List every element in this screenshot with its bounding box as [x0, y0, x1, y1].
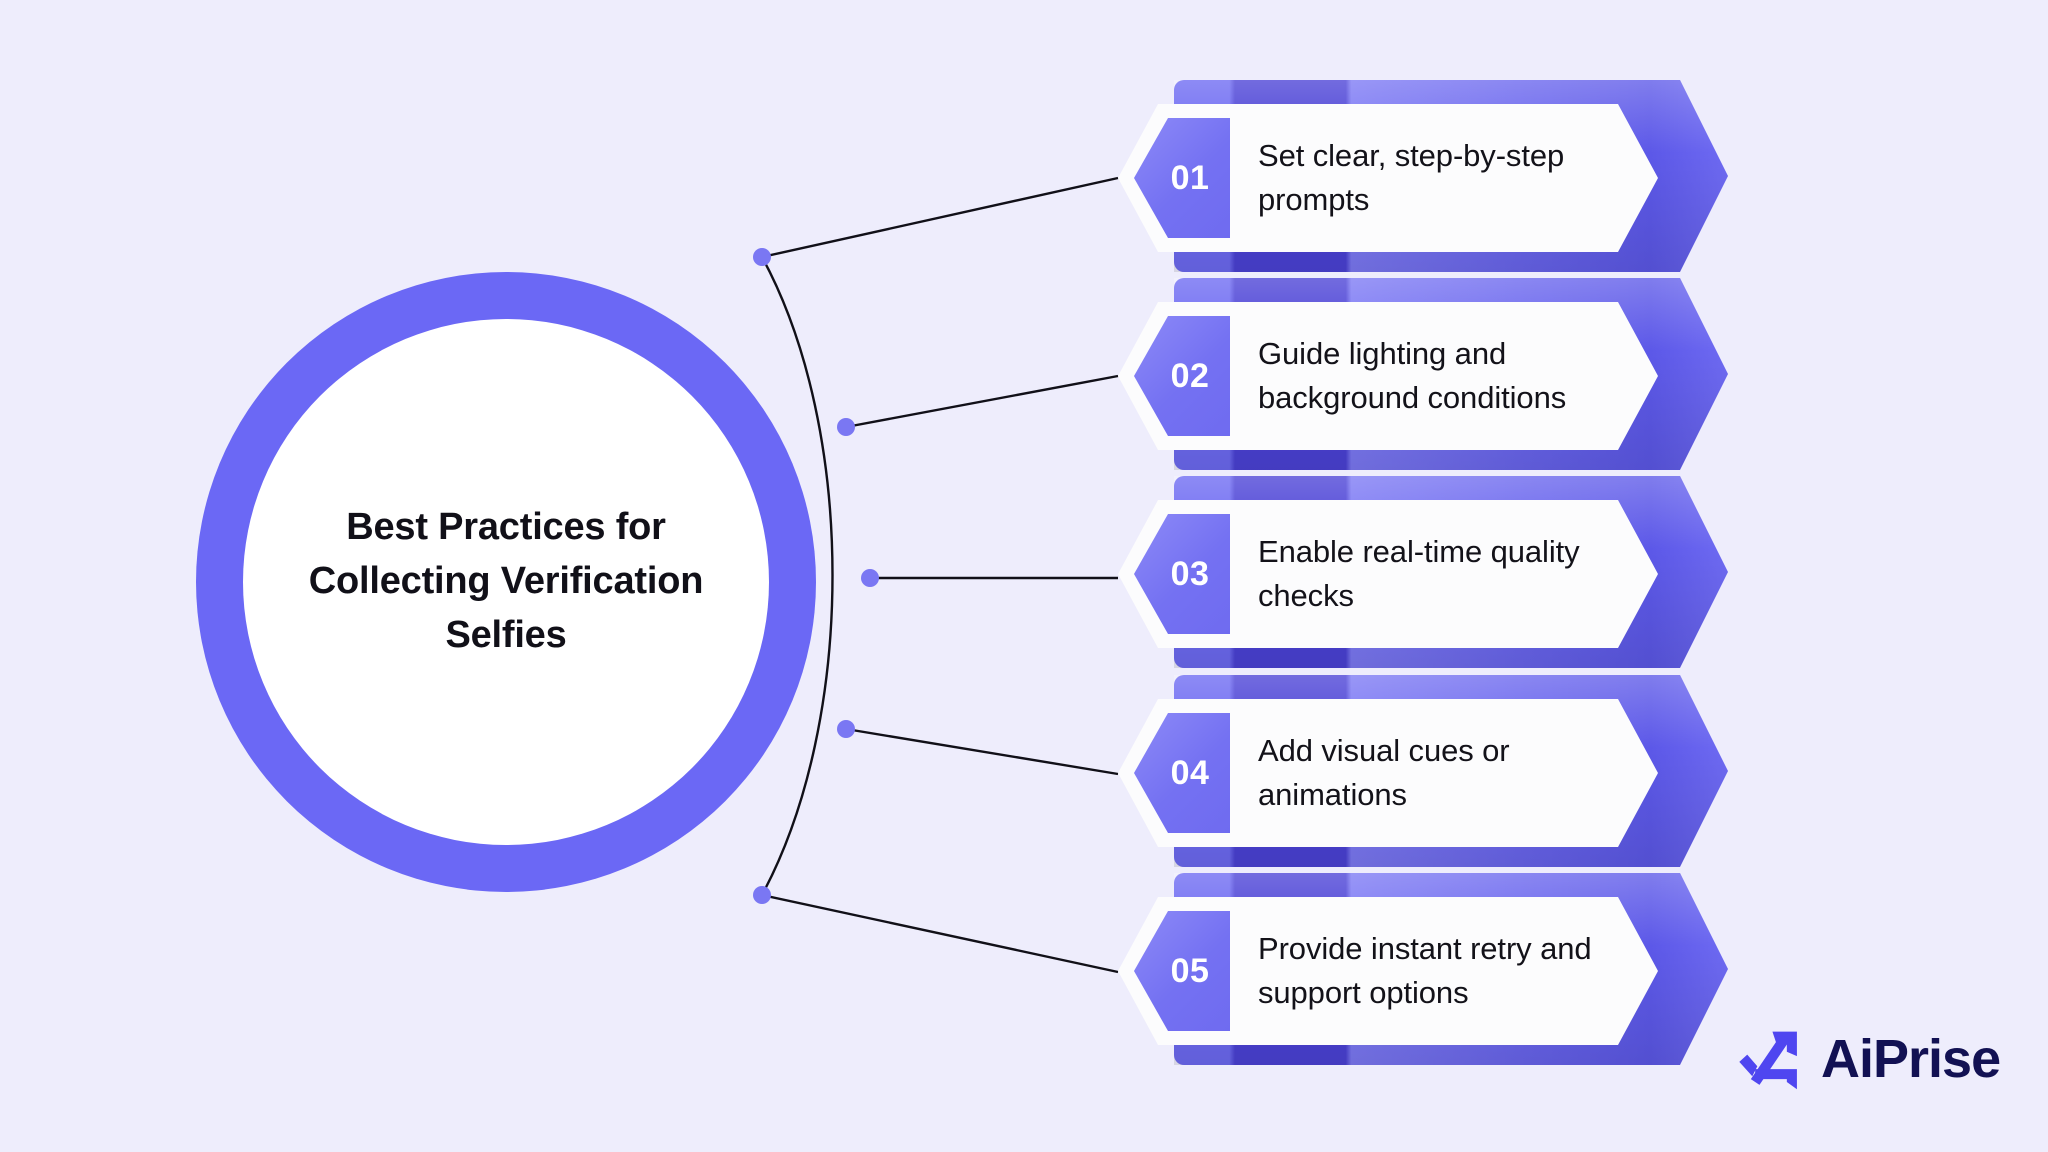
step-number-badge: 01	[1134, 118, 1230, 238]
step-card-face: 02 Guide lighting and background conditi…	[1118, 302, 1658, 450]
step-card-face: 05 Provide instant retry and support opt…	[1118, 897, 1658, 1045]
step-card-face: 03 Enable real-time quality checks	[1118, 500, 1658, 648]
center-title: Best Practices for Collecting Verificati…	[308, 506, 704, 656]
center-node: Best Practices for Collecting Verificati…	[196, 272, 816, 892]
center-node-inner: Best Practices for Collecting Verificati…	[243, 319, 769, 845]
step-number: 04	[1170, 753, 1210, 792]
step-label: Add visual cues or animations	[1258, 732, 1510, 812]
brand-name: AiPrise	[1821, 1029, 2001, 1089]
step-card-01[interactable]: 01 Set clear, step-by-step prompts	[1118, 80, 1728, 272]
step-card-face: 01 Set clear, step-by-step prompts	[1118, 104, 1658, 252]
step-number: 03	[1170, 554, 1210, 593]
step-label: Guide lighting and background conditions	[1258, 335, 1567, 415]
step-number-badge: 03	[1134, 514, 1230, 634]
step-label: Enable real-time quality checks	[1258, 533, 1580, 613]
step-card-face: 04 Add visual cues or animations	[1118, 699, 1658, 847]
step-number-badge: 02	[1134, 316, 1230, 436]
aiprise-arrow-check-icon	[1739, 1031, 1797, 1090]
step-card-02[interactable]: 02 Guide lighting and background conditi…	[1118, 278, 1728, 470]
step-card-05[interactable]: 05 Provide instant retry and support opt…	[1118, 873, 1728, 1065]
step-number: 05	[1170, 951, 1210, 990]
step-number: 02	[1170, 356, 1210, 395]
step-label: Provide instant retry and support option…	[1258, 930, 1592, 1010]
step-number: 01	[1170, 158, 1210, 197]
step-label: Set clear, step-by-step prompts	[1258, 137, 1565, 217]
brand-logo: AiPrise	[1735, 1023, 2001, 1095]
step-card-03[interactable]: 03 Enable real-time quality checks	[1118, 476, 1728, 668]
step-number-badge: 04	[1134, 713, 1230, 833]
step-card-04[interactable]: 04 Add visual cues or animations	[1118, 675, 1728, 867]
step-number-badge: 05	[1134, 911, 1230, 1031]
